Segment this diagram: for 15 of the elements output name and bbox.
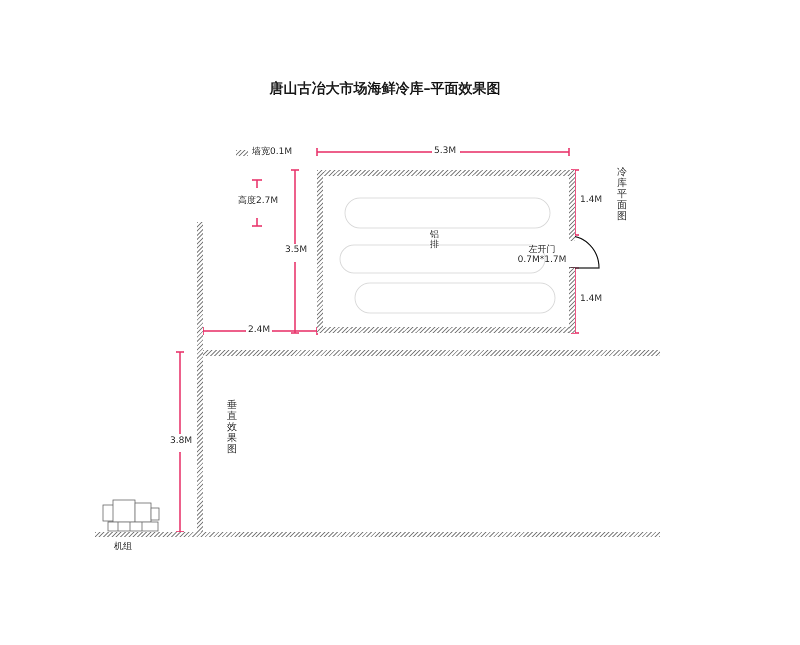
dimension-label: 1.4M [580,295,602,305]
dimension-label: 5.3M [434,147,456,157]
coil-label: 铝排 [430,231,439,251]
dimension-label: 1.4M [580,196,602,206]
unit-label: 机组 [114,543,132,553]
dimension-label: 墙宽0.1M [252,148,292,158]
cold-room-wall [317,170,575,333]
door-label: 左开门 0.7M*1.7M [516,246,568,266]
title: 唐山古冶大市场海鲜冷库–平面效果图 [268,80,502,98]
dimension-label: 3.8M [170,437,192,447]
dimension-label: 高度2.7M [238,197,278,207]
view-caption: 垂直效果图 [227,400,237,455]
view-caption: 冷库平面图 [617,167,627,222]
dimension-label: 3.5M [285,246,308,256]
dimension-label: 2.4M [248,326,270,336]
